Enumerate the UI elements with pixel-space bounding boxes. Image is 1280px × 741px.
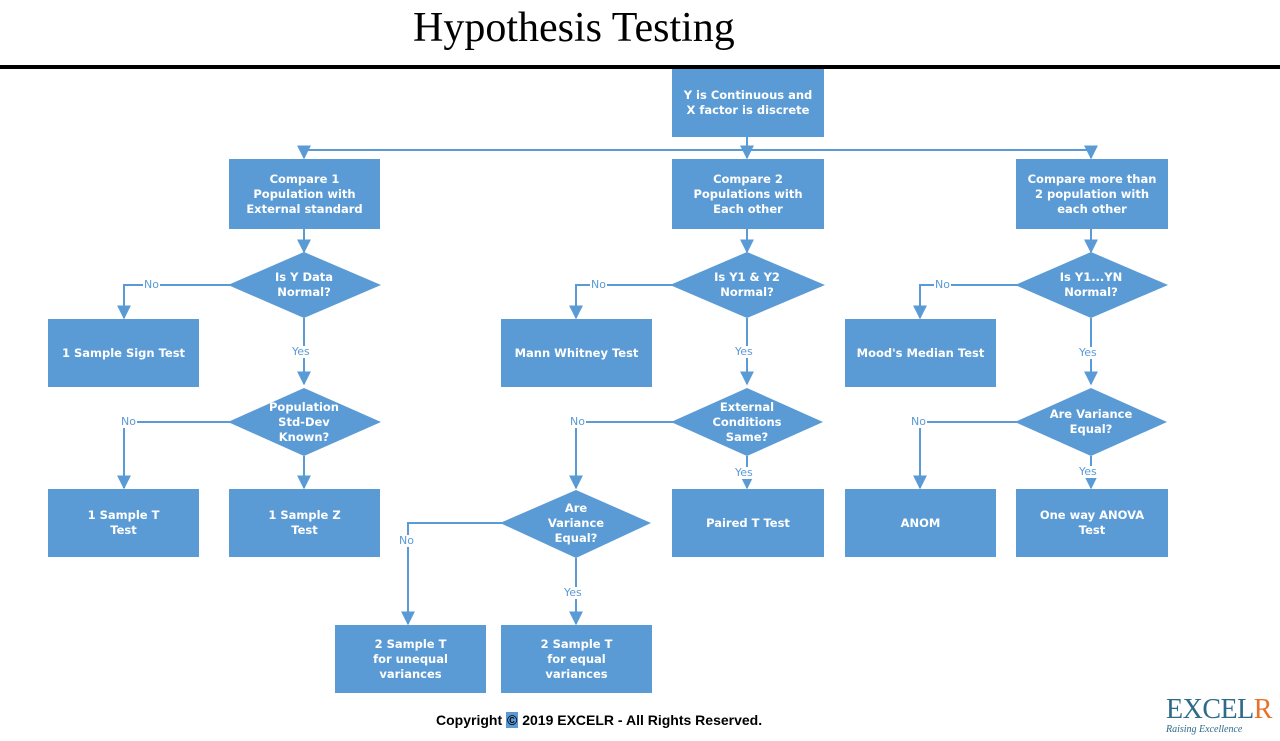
label-no: No [143,278,160,291]
result-1-sample-z-test: 1 Sample Z Test [229,489,380,557]
label-yes: Yes [291,345,311,358]
decision-shape-b2 [670,252,825,318]
category-compare-1-population: Compare 1 Population with External stand… [229,159,380,229]
decision-shape-b2-3 [500,490,651,558]
decision-is-y-data-normal: Is Y Data Normal? [274,270,334,299]
root-node: Y is Continuous and X factor is discrete [672,69,824,137]
logo-accent: R [1253,694,1273,725]
decision-population-std-dev-known: Population Std-Dev Known? [269,399,339,444]
decision-is-y1-yn-normal: Is Y1...YN Normal? [1059,270,1123,299]
result-1-sample-t-test: 1 Sample T Test [48,489,199,557]
connector-b2-no [569,284,674,320]
result-mann-whitney-test: Mann Whitney Test [501,319,652,387]
result-paired-t-test: Paired T Test [672,489,824,557]
label-yes: Yes [734,345,754,358]
connector-b1-no [117,284,231,320]
category-compare-more-than-2: Compare more than 2 population with each… [1016,159,1168,229]
result-anom: ANOM [845,489,996,557]
label-yes: Yes [563,586,583,599]
copyright-suffix: 2019 EXCELR - All Rights Reserved. [518,712,763,728]
result-1-sample-sign-test: 1 Sample Sign Test [48,319,199,387]
copyright-symbol: © [506,712,519,728]
label-yes: Yes [1078,465,1098,478]
logo-tagline: Raising Excellence [1166,724,1243,735]
decision-shape-b1-2 [228,388,381,456]
decision-shape-b1 [228,252,381,318]
label-no: No [934,278,951,291]
decision-shape-b3-2 [1015,388,1167,456]
decision-shape-b3 [1015,252,1168,318]
category-compare-2-populations: Compare 2 Populations with Each other [672,159,824,229]
decision-is-y1-y2-normal: Is Y1 & Y2 Normal? [714,270,780,299]
result-moods-median-test: Mood's Median Test [845,319,996,387]
label-no: No [590,278,607,291]
logo-main: EXCEL [1166,694,1254,725]
label-yes: Yes [734,466,754,479]
result-2-sample-t-unequal: 2 Sample T for unequal variances [335,625,486,693]
label-no: No [120,415,137,428]
connector-b2-dec2-no [569,421,674,490]
connector-b2-dec3-no [401,522,502,626]
label-no: No [569,415,586,428]
title-rule [0,65,1280,69]
excelr-logo: EXCELR [1166,694,1272,726]
decision-are-variance-equal-b2: Are Variance Equal? [547,500,605,545]
result-one-way-anova-test: One way ANOVA Test [1016,489,1168,557]
decision-external-conditions-same: External Conditions Same? [712,399,782,444]
page-title: Hypothesis Testing [413,5,735,51]
result-2-sample-t-equal: 2 Sample T for equal variances [501,625,652,693]
connector-b3-dec2-no [913,421,1018,490]
label-no: No [910,415,927,428]
decision-are-variance-equal-b3: Are Variance Equal? [1049,407,1133,436]
copyright-prefix: Copyright [436,712,506,728]
connector-b1-dec2-no [117,421,231,490]
decision-shape-b2-2 [671,388,823,456]
label-yes: Yes [1078,346,1098,359]
copyright-footer: Copyright © 2019 EXCELR - All Rights Res… [436,712,762,728]
label-no: No [398,534,415,547]
connector-b3-no [913,284,1018,320]
